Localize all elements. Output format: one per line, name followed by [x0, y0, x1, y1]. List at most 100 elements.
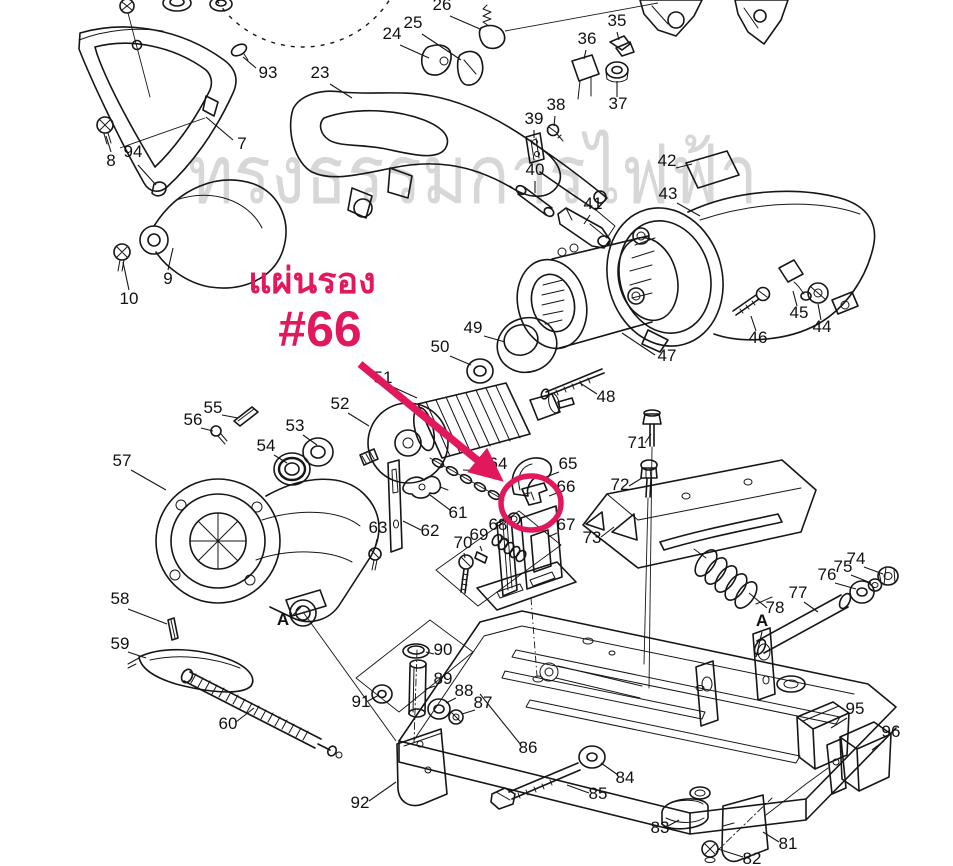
part-70-screw-shape [458, 554, 474, 594]
leader-line [221, 414, 239, 419]
leader-line [449, 355, 472, 366]
part-label-65: 65 [559, 454, 578, 473]
part-label-75: 75 [834, 557, 853, 576]
leader-line [830, 717, 848, 729]
leader-line [500, 534, 508, 542]
part-94-clip-shape [151, 181, 167, 197]
part-53-washer-shape [302, 437, 334, 467]
part-26-button-spring-shape [478, 2, 659, 50]
leader-line [675, 163, 693, 169]
leader-line [425, 685, 436, 690]
part-label-95: 95 [846, 699, 865, 718]
part-8-screw-shape [96, 116, 114, 145]
leader-line [105, 135, 112, 153]
part-label-44: 44 [813, 317, 832, 336]
leader-line [483, 335, 506, 343]
part-50-bearing-shape [466, 358, 494, 384]
part-label-71: 71 [628, 433, 647, 452]
leader-line [717, 848, 744, 858]
leader-line [616, 31, 620, 41]
part-55-pin-shape [233, 406, 259, 427]
part-label-63: 63 [369, 518, 388, 537]
part-label-96: 96 [882, 722, 901, 741]
part-49-ring-shape [496, 316, 558, 374]
part-label-9: 9 [163, 269, 172, 288]
part-10-screw-shape [113, 243, 131, 272]
part-90-ring-shape [402, 643, 430, 659]
part-label-73: 73 [583, 528, 602, 547]
part-40-rod-shape [509, 184, 555, 218]
part-label-59: 59 [111, 634, 130, 653]
leader-line [621, 332, 656, 356]
leader-line [547, 532, 558, 538]
part-86-base-shape [302, 610, 897, 835]
leader-line [302, 434, 318, 446]
part-label-36: 36 [578, 29, 597, 48]
part-23-handle-shape [289, 90, 616, 239]
leader-line [367, 694, 380, 702]
part-label-60: 60 [219, 714, 238, 733]
part-label-35: 35 [608, 11, 627, 30]
leader-line [130, 469, 167, 491]
part-60-threaded-rod-shape [180, 668, 343, 759]
part-label-55: 55 [204, 398, 223, 417]
leader-line [402, 520, 422, 531]
leader-line [421, 33, 462, 61]
leader-line [850, 574, 872, 584]
part-68-spring-shape [491, 533, 527, 563]
leader-line [167, 247, 174, 271]
part-label-58: 58 [111, 589, 130, 608]
part-63-screw-shape [368, 547, 382, 571]
part-69-pin-shape [474, 551, 488, 564]
assembly-marker-A: A [277, 610, 289, 629]
part-label-93: 93 [259, 63, 278, 82]
part-label-10: 10 [120, 289, 139, 308]
part-label-69: 69 [470, 525, 489, 544]
leader-line [463, 552, 466, 559]
part-label-72: 72 [611, 475, 630, 494]
part-label-66: 66 [557, 477, 576, 496]
leader-line [205, 116, 234, 141]
part-65-bracket-shape [511, 457, 553, 497]
annotation-arrow [357, 361, 504, 482]
part-label-40: 40 [526, 160, 545, 179]
part-label-76: 76 [818, 565, 837, 584]
leader-line [399, 44, 430, 59]
part-label-68: 68 [489, 515, 508, 534]
part-42-label-shape [685, 150, 740, 189]
part-82-screw-shape [701, 840, 719, 863]
top-right-cutoff-parts [639, 0, 789, 45]
part-85-bolt-shape [490, 762, 581, 810]
part-71-bolt-shape [642, 409, 662, 689]
part-label-37: 37 [609, 94, 628, 113]
leader-line [600, 762, 619, 776]
part-label-87: 87 [474, 693, 493, 712]
leader-line [579, 382, 598, 395]
part-48-screw-shape [540, 368, 605, 400]
leader-line [755, 631, 763, 658]
leader-line [548, 492, 558, 497]
part-label-53: 53 [286, 416, 305, 435]
part-label-54: 54 [257, 436, 276, 455]
part-label-85: 85 [589, 784, 608, 803]
part-83-foot-shape [661, 798, 709, 830]
leader-line [667, 819, 680, 827]
cutoff-wheel-dashed-outline [215, 0, 391, 48]
leader-line [445, 697, 457, 704]
part-91-washer-shape [371, 684, 393, 704]
part-label-48: 48 [597, 387, 616, 406]
part-label-82: 82 [743, 849, 762, 866]
leader-line [553, 115, 556, 127]
leader-line [347, 412, 370, 427]
part-label-8: 8 [106, 151, 115, 170]
leader-line [834, 582, 857, 590]
annotation-overlay: แผ่นรอง #66 [248, 260, 564, 533]
leader-line [479, 545, 483, 552]
part-38-screw-shape [546, 123, 564, 142]
part-78-spring-shape [693, 548, 773, 609]
part-label-91: 91 [352, 692, 371, 711]
part-label-42: 42 [658, 151, 677, 170]
leader-line [628, 477, 643, 487]
part-label-90: 90 [434, 640, 453, 659]
leader-line [127, 608, 168, 625]
